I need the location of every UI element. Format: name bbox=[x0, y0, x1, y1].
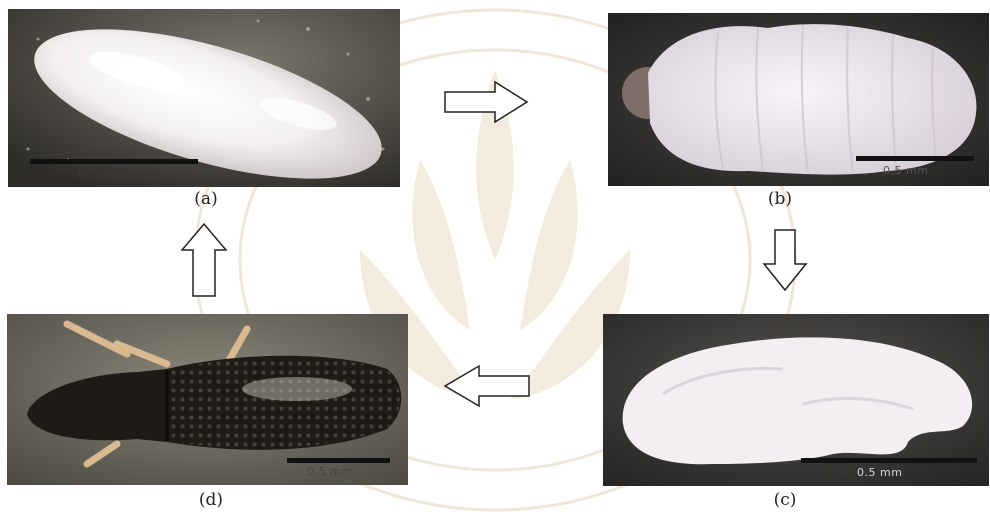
scale-label-c: 0.5 mm bbox=[857, 466, 902, 479]
photo-larva: 0.5 mm bbox=[608, 13, 989, 186]
scale-label-d: 0.5 mm bbox=[307, 465, 352, 478]
arrow-up-icon bbox=[180, 222, 228, 298]
arrow-left-icon bbox=[443, 364, 531, 408]
photo-egg: 0.5 mm bbox=[8, 9, 400, 187]
scale-label-b: 0.5 mm bbox=[883, 164, 928, 177]
arrow-right-icon bbox=[443, 80, 529, 124]
photo-adult-beetle: 0.5 mm bbox=[7, 314, 408, 485]
scale-label-a: 0.5 mm bbox=[78, 167, 123, 180]
caption-d: (d) bbox=[181, 490, 241, 510]
photo-pupa: 0.5 mm bbox=[603, 314, 989, 486]
caption-a: (a) bbox=[176, 189, 236, 209]
arrow-down-icon bbox=[762, 228, 808, 292]
caption-b: (b) bbox=[750, 189, 810, 209]
caption-c: (c) bbox=[755, 490, 815, 510]
